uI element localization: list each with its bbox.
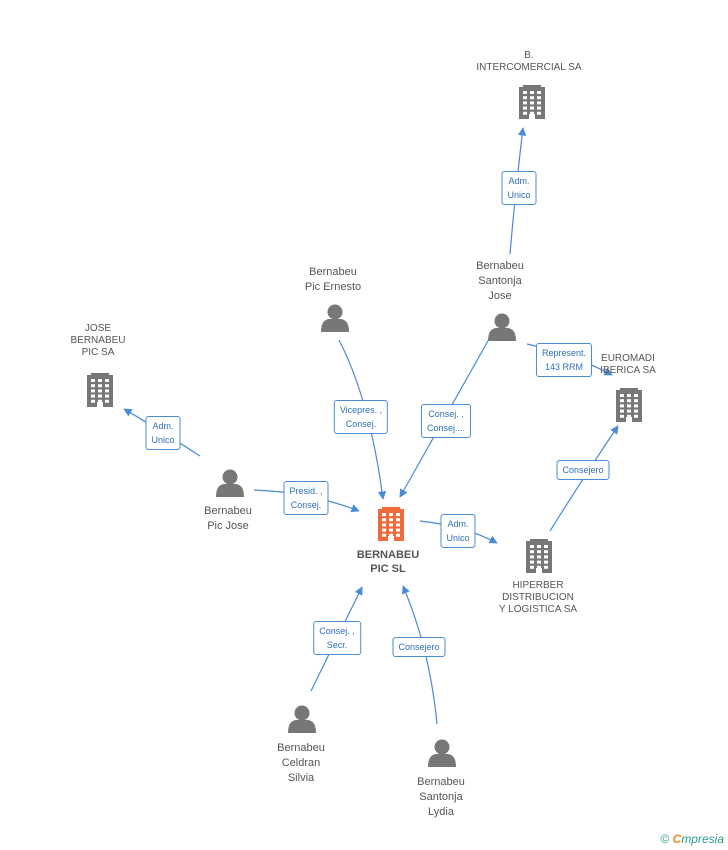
building-icon-b_inter[interactable] <box>519 85 545 119</box>
edge-label-hiperber-to-euromadi[interactable]: Consejero <box>556 460 610 480</box>
person-icon-lydia[interactable] <box>428 739 456 768</box>
node-label-line: JOSE <box>84 323 112 334</box>
edge-label-line: Presid. , <box>289 486 323 496</box>
person-icon-picjose[interactable] <box>216 469 244 498</box>
edge-label-line: Adm. <box>447 519 469 529</box>
edge-label-line: Unico <box>446 533 470 543</box>
node-label-line: Silvia <box>287 772 315 784</box>
node-label-line: B. <box>524 50 534 61</box>
node-label-line: Bernabeu <box>277 742 325 754</box>
node-label-line: INTERCOMERCIAL SA <box>476 62 582 73</box>
edge-label-picjose-to-jose_sa[interactable]: Adm. Unico <box>145 416 181 450</box>
edge-label-line: Unico <box>507 190 531 200</box>
node-label-line: HIPERBER <box>512 580 564 591</box>
building-icon-jose_sa[interactable] <box>87 373 113 407</box>
node-label-b_inter[interactable]: B.INTERCOMERCIAL SA <box>476 50 581 74</box>
node-label-line: Pic Jose <box>207 520 249 532</box>
edge-label-center-to-hiperber[interactable]: Adm. Unico <box>440 514 476 548</box>
icons-layer <box>87 85 642 767</box>
edge-label-line: Consej. , <box>428 409 464 419</box>
edge-label-line: Consejero <box>562 465 604 475</box>
edge-label-line: Consej. , <box>319 626 355 636</box>
edge-label-line: Adm. <box>508 176 530 186</box>
building-icon-center[interactable] <box>378 507 404 541</box>
edge-label-line: 143 RRM <box>544 362 583 372</box>
edge-label-ernesto-to-center[interactable]: Vicepres. , Consej. <box>333 400 389 434</box>
node-label-line: Jose <box>488 290 512 302</box>
empresia-logo[interactable]: © Cmpresia <box>660 832 724 846</box>
node-label-line: Bernabeu <box>476 260 524 272</box>
brand-initial: C <box>672 832 682 846</box>
edge-label-silvia-to-center[interactable]: Consej. , Secr. <box>313 621 361 655</box>
node-label-line: Lydia <box>428 806 454 818</box>
node-label-line: PIC SL <box>370 563 406 575</box>
building-icon-hiperber[interactable] <box>526 539 552 573</box>
edge-label-picjose-to-center[interactable]: Presid. , Consej. <box>283 481 329 515</box>
node-label-line: Santonja <box>419 791 463 803</box>
node-label-line: Santonja <box>478 275 522 287</box>
node-label-line: Celdran <box>281 757 321 769</box>
person-icon-sjose[interactable] <box>488 313 516 342</box>
edge-label-line: Consej. <box>290 500 322 510</box>
node-label-line: EUROMADI <box>601 353 655 364</box>
node-label-line: Bernabeu <box>309 266 357 278</box>
edge-label-sjose-to-center[interactable]: Consej. , Consej.... <box>420 404 472 438</box>
edge-label-line: Secr. <box>326 640 348 650</box>
building-icon-euromadi[interactable] <box>616 388 642 422</box>
node-label-center[interactable]: BERNABEU PIC SL <box>357 548 419 576</box>
brand-name: mpresia <box>681 832 724 846</box>
node-label-line: Pic Ernesto <box>304 281 362 293</box>
copyright-symbol: © <box>660 832 670 846</box>
node-label-line: DISTRIBUCION <box>502 592 574 603</box>
edge-label-line: Consej. <box>345 419 377 429</box>
node-label-line: Bernabeu <box>417 776 465 788</box>
node-label-line: BERNABEU <box>356 549 420 561</box>
edge-label-sjose-to-euromadi[interactable]: Represent. 143 RRM <box>535 343 593 377</box>
node-label-line: BERNABEU <box>70 335 126 346</box>
edge-label-line: Unico <box>151 435 175 445</box>
edge-label-line: Adm. <box>152 421 174 431</box>
edge-label-sjose-to-b_inter[interactable]: Adm. Unico <box>501 171 537 205</box>
node-label-line: Y LOGISTICA SA <box>498 604 578 615</box>
edge-label-lydia-to-center[interactable]: Consejero <box>392 637 446 657</box>
edge-label-line: Consejero <box>398 642 440 652</box>
person-icon-silvia[interactable] <box>288 705 316 734</box>
edge-label-line: Consej.... <box>426 423 466 433</box>
edge-label-line: Represent. <box>541 348 587 358</box>
node-label-line: IBERICA SA <box>600 365 656 376</box>
edge-label-line: Vicepres. , <box>339 405 383 415</box>
node-label-line: Bernabeu <box>204 505 252 517</box>
person-icon-ernesto[interactable] <box>321 304 349 333</box>
node-label-line: PIC SA <box>81 347 115 358</box>
